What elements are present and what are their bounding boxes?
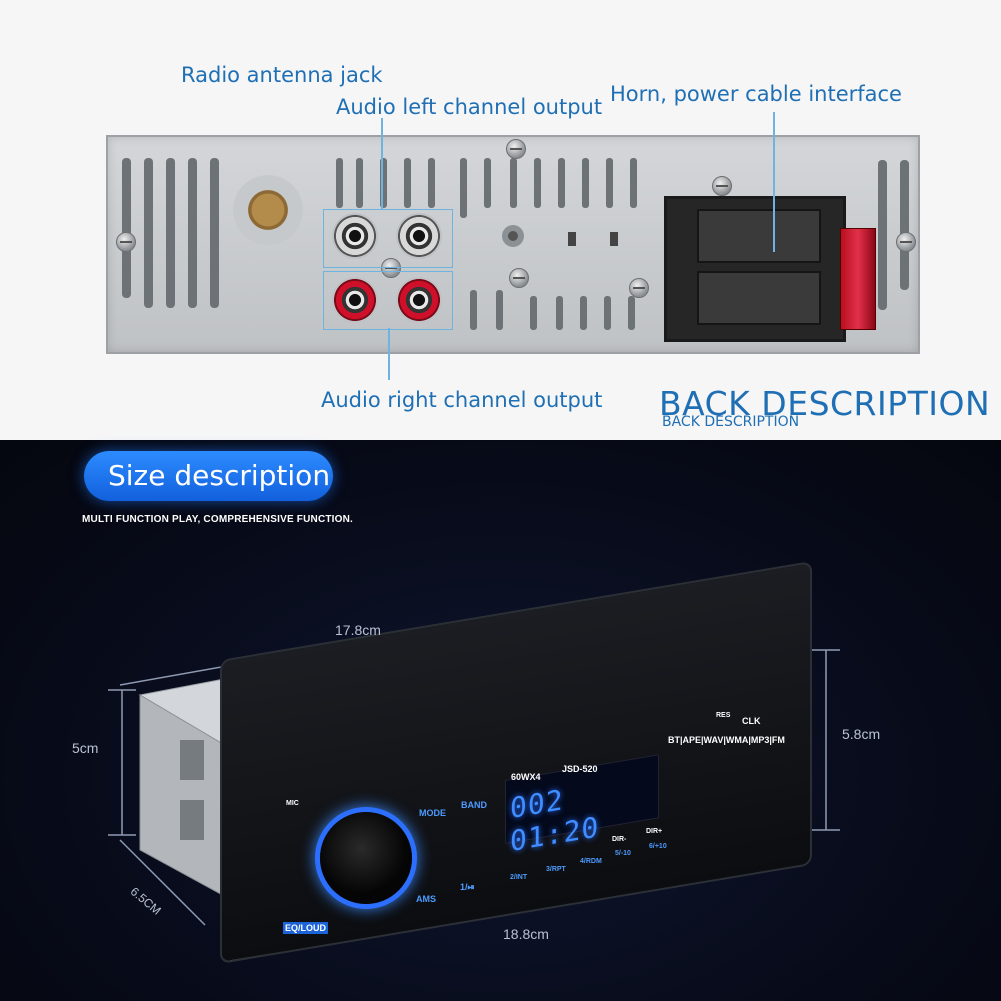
screw-icon bbox=[896, 232, 916, 252]
clk-button[interactable]: CLK bbox=[742, 716, 761, 726]
button-3-rpt[interactable]: 3/RPT bbox=[546, 866, 566, 873]
mode-button[interactable]: MODE bbox=[419, 808, 446, 818]
eq-loud-button[interactable]: EQ/LOUD bbox=[283, 922, 329, 934]
rca-jack-white-icon bbox=[332, 213, 378, 259]
button-5-minus10[interactable]: 5/-10 bbox=[615, 850, 631, 857]
band-button[interactable]: BAND bbox=[461, 800, 487, 810]
length-dimension: 17.8cm bbox=[335, 622, 381, 638]
screw-icon bbox=[116, 232, 136, 252]
mic-label: MIC bbox=[286, 800, 299, 807]
rca-jack-white-icon bbox=[396, 213, 442, 259]
fuse-icon bbox=[840, 228, 876, 330]
back-description-title: BACK DESCRIPTION bbox=[659, 384, 991, 423]
antenna-jack-icon bbox=[232, 165, 304, 255]
screw-icon bbox=[381, 258, 401, 278]
button-2-int[interactable]: 2/INT bbox=[510, 874, 528, 881]
back-panel-details bbox=[122, 158, 909, 330]
dir-plus-label: DIR+ bbox=[646, 828, 663, 835]
left-channel-highlight bbox=[323, 209, 453, 268]
size-description-badge: Size description bbox=[84, 451, 333, 501]
size-section-subtitle: MULTI FUNCTION PLAY, COMPREHENSIVE FUNCT… bbox=[82, 514, 354, 525]
model-label: JSD-520 bbox=[562, 764, 598, 774]
screw-icon bbox=[506, 139, 526, 159]
power-interface-label: Horn, power cable interface bbox=[610, 82, 902, 106]
front-width-dimension: 18.8cm bbox=[503, 926, 549, 942]
power-pointer bbox=[773, 112, 775, 252]
button-4-rdm[interactable]: 4/RDM bbox=[580, 858, 602, 865]
left-channel-label: Audio left channel output bbox=[336, 95, 603, 119]
back-description-subtitle: BACK DESCRIPTION bbox=[662, 414, 800, 430]
front-height-dimension: 5.8cm bbox=[842, 726, 881, 742]
left-channel-pointer bbox=[381, 118, 383, 210]
right-channel-label: Audio right channel output bbox=[321, 388, 603, 412]
right-channel-pointer bbox=[388, 328, 390, 380]
rca-jack-red-icon bbox=[332, 277, 378, 323]
antenna-jack-label: Radio antenna jack bbox=[181, 63, 383, 87]
size-description-label: Size description bbox=[108, 459, 331, 492]
screw-icon bbox=[509, 268, 529, 288]
volume-knob[interactable] bbox=[320, 812, 412, 904]
formats-label: BT|APE|WAV|WMA|MP3|FM bbox=[668, 735, 785, 745]
dir-minus-label: DIR- bbox=[612, 836, 627, 843]
power-connector-icon bbox=[664, 196, 846, 342]
rca-jack-red-icon bbox=[396, 277, 442, 323]
res-label[interactable]: RES bbox=[716, 712, 731, 719]
screw-icon bbox=[629, 278, 649, 298]
power-rating-label: 60WX4 bbox=[511, 772, 541, 782]
side-height-dimension: 5cm bbox=[72, 740, 99, 756]
screw-icon bbox=[712, 176, 732, 196]
button-1-play[interactable]: 1/⏯ bbox=[460, 882, 475, 892]
button-6-plus10[interactable]: 6/+10 bbox=[649, 843, 667, 850]
ams-button[interactable]: AMS bbox=[416, 894, 436, 904]
